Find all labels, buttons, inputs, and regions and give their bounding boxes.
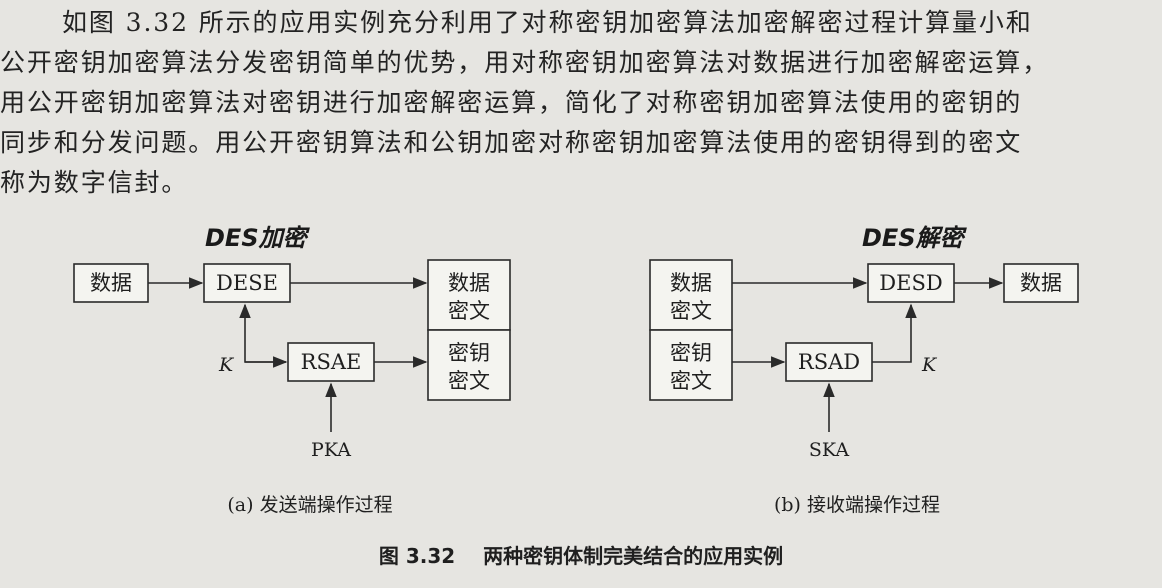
recv-annotation: DES解密	[862, 224, 968, 252]
recv-cipher-key-box	[649, 329, 733, 401]
recv-desd-label: DESD	[879, 271, 942, 295]
recv-caption: (b) 接收端操作过程	[774, 494, 940, 516]
send-rsae-box	[287, 342, 375, 382]
recv-cipher-data-line2: 密文	[670, 299, 712, 323]
recv-k-label: K	[921, 354, 938, 376]
paragraph-line-3: 用公开密钥加密算法对密钥进行加密解密运算，简化了对称密钥加密算法使用的密钥的	[0, 88, 1023, 117]
recv-cipher-data-line1: 数据	[670, 271, 712, 295]
send-dese-label: DESE	[216, 271, 278, 295]
recv-output-data-label: 数据	[1020, 271, 1062, 295]
recv-cipher-key-line2: 密文	[670, 369, 712, 393]
send-annotation: DES加密	[205, 224, 311, 252]
send-data-label: 数据	[90, 271, 132, 295]
paragraph-line-5: 称为数字信封。	[0, 168, 189, 197]
send-pka-label: PKA	[311, 439, 351, 461]
recv-desd-box	[867, 263, 955, 303]
send-k-label: K	[218, 354, 235, 376]
send-cipher-data-line1: 数据	[448, 271, 490, 295]
send-caption: (a) 发送端操作过程	[227, 494, 392, 516]
send-data-box	[73, 263, 149, 303]
recv-output-data-box	[1003, 263, 1079, 303]
send-cipher-key-line2: 密文	[448, 369, 490, 393]
figure-title: 图 3.32 两种密钥体制完美结合的应用实例	[379, 544, 783, 568]
send-arrow-k-to-dese	[239, 303, 286, 363]
send-rsae-label: RSAE	[301, 350, 362, 374]
recv-rsad-label: RSAD	[798, 350, 860, 374]
send-cipher-data-line2: 密文	[448, 299, 490, 323]
send-cipher-key-line1: 密钥	[448, 341, 490, 365]
paragraph-line-4: 同步和分发问题。用公开密钥算法和公钥加密对称密钥加密算法使用的密钥得到的密文	[0, 128, 1023, 157]
recv-ska-label: SKA	[809, 439, 849, 461]
send-cipher-key-box	[427, 329, 511, 401]
paragraph-line-2: 公开密钥加密算法分发密钥简单的优势，用对称密钥加密算法对数据进行加密解密运算，	[0, 48, 1050, 77]
paragraph-line-1: 如图 3.32 所示的应用实例充分利用了对称密钥加密算法加密解密过程计算量小和	[62, 8, 1033, 37]
send-cipher-data-box	[427, 259, 511, 331]
recv-arrow-rsad-to-desd	[872, 303, 917, 363]
recv-cipher-key-line1: 密钥	[670, 341, 712, 365]
